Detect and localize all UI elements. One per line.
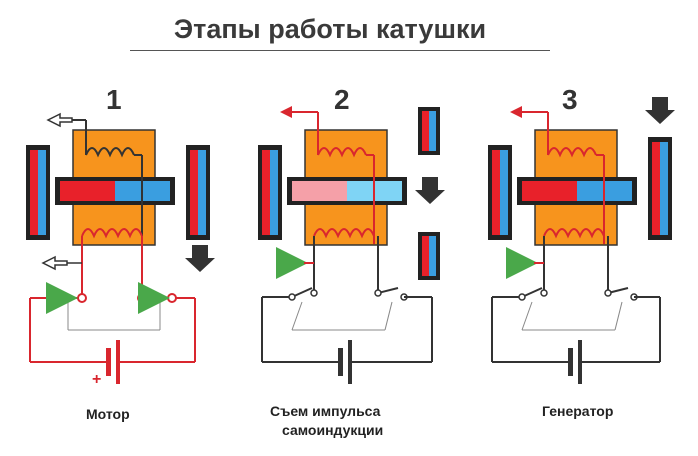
stage-3	[488, 97, 675, 384]
caption-generator: Генератор	[542, 403, 614, 419]
top-winding	[547, 147, 597, 158]
stage-1	[26, 112, 215, 384]
top-winding	[85, 147, 135, 158]
stage-2	[258, 106, 445, 384]
bottom-winding	[543, 228, 605, 239]
arrow-left-red-icon	[280, 106, 292, 118]
battery-plus-sign: +	[92, 371, 101, 388]
caption-self-induction-line2: самоиндукции	[282, 422, 384, 438]
arrow-down-icon	[645, 97, 675, 124]
top-winding	[317, 147, 367, 158]
stage-number-1: 1	[106, 84, 122, 115]
battery-plate	[338, 348, 343, 376]
arrow-down-icon	[415, 177, 445, 204]
stage-number-2: 2	[334, 84, 350, 115]
battery-plate	[106, 348, 111, 376]
title-underline	[130, 50, 550, 51]
caption-motor: Мотор	[86, 406, 130, 422]
stage-number-3: 3	[562, 84, 578, 115]
battery-plate	[568, 348, 573, 376]
bottom-winding	[313, 228, 375, 239]
caption-self-induction-line1: Съем импульса	[270, 403, 381, 419]
arrow-down-icon	[185, 245, 215, 272]
arrow-left-outline-icon	[46, 112, 73, 128]
bottom-winding	[81, 228, 143, 239]
page-title: Этапы работы катушки	[173, 14, 487, 44]
arrow-left-red-icon	[510, 106, 522, 118]
arrow-left-outline-icon	[41, 255, 68, 271]
